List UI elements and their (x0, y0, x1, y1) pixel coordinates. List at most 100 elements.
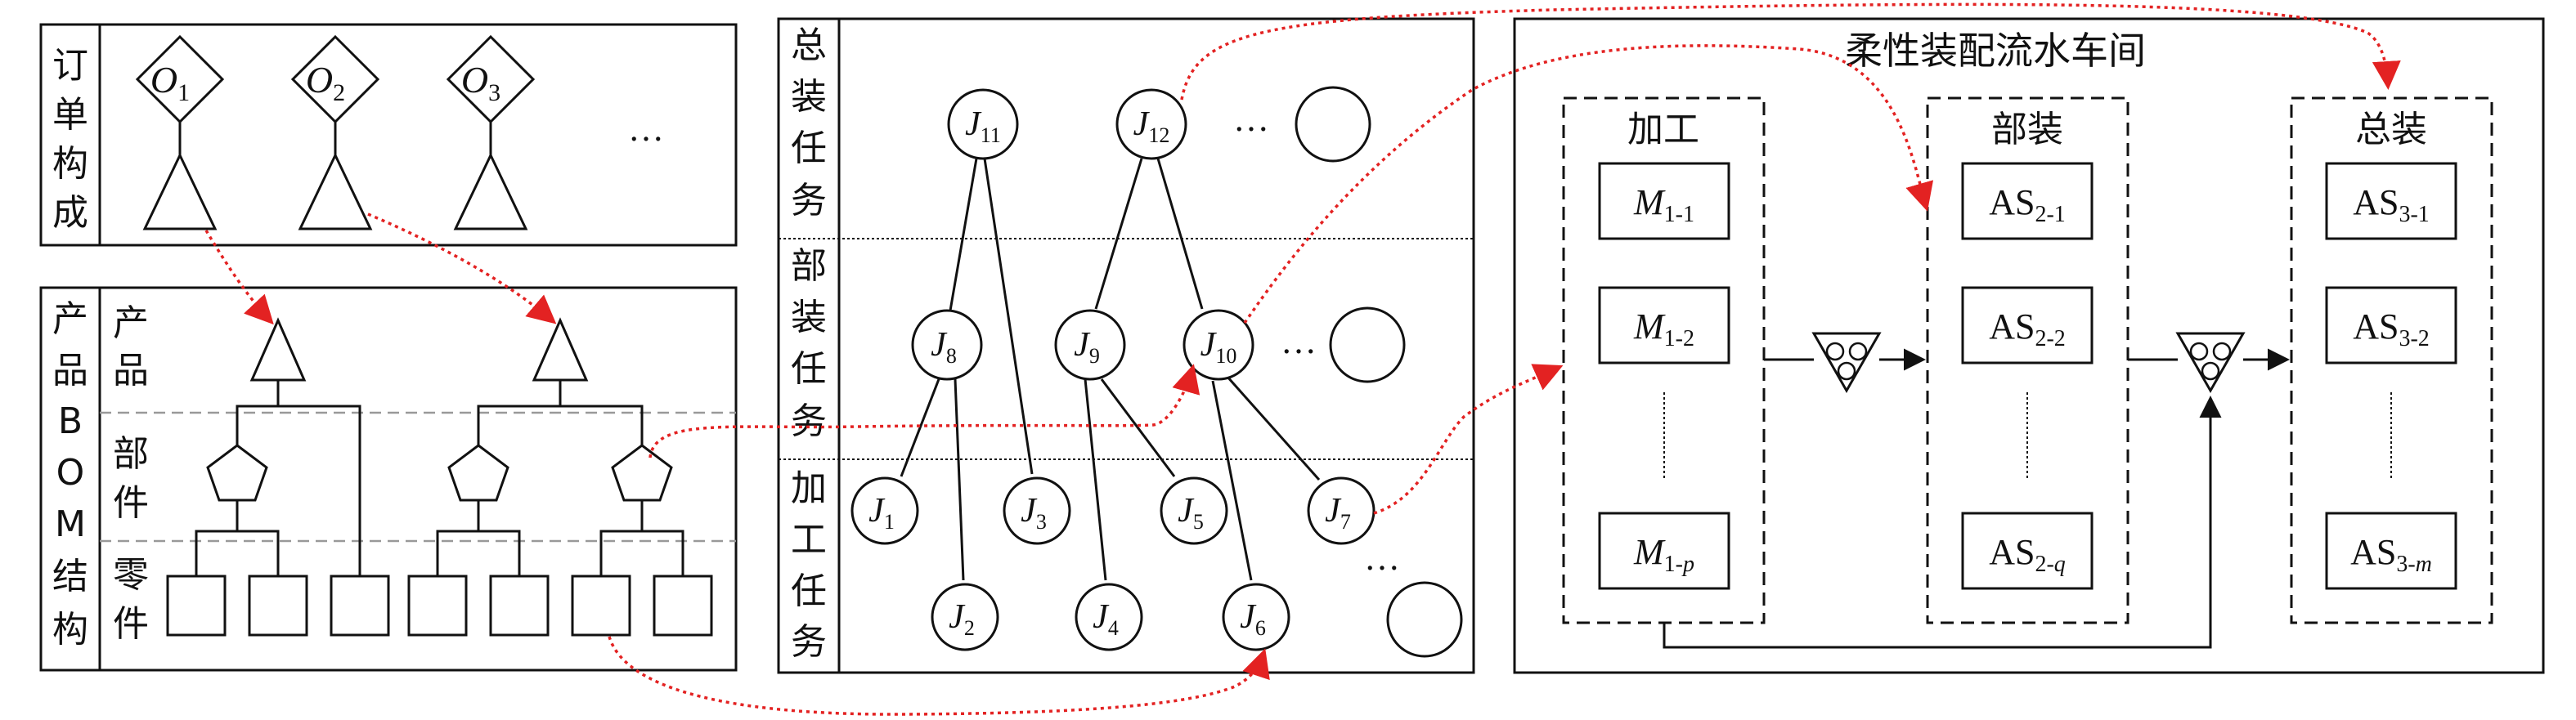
bom-tree-2 (407, 317, 713, 637)
product-triangle (142, 152, 218, 230)
assembly-task-char-2: 装 (791, 76, 827, 118)
job-J5: J5 (1160, 476, 1228, 545)
subassembly-stage: 部装 AS2-1 AS2-2 AS2-q (1926, 96, 2129, 624)
bom-label-char-4: O (56, 452, 85, 494)
subassembly-task-char-3: 任 (791, 348, 827, 390)
svg-text:J7: J7 (1325, 492, 1351, 534)
job-unnamed-machining (1386, 581, 1463, 658)
job-letter: J (1200, 326, 1218, 364)
order-letter: O (150, 59, 177, 101)
part-square (166, 575, 227, 637)
job-letter: J (1074, 326, 1091, 364)
bom-row-component-char-1: 部 (113, 433, 149, 475)
svg-text:J12: J12 (1133, 105, 1170, 147)
job-letter: J (949, 598, 966, 636)
job-letter: J (1133, 105, 1151, 143)
station-box (1961, 286, 2094, 364)
task-ellipsis: … (1233, 99, 1269, 139)
order-label-char-4: 成 (52, 192, 88, 234)
assembly-task-char-4: 务 (791, 180, 827, 221)
bom-label-char-1: 产 (52, 298, 88, 340)
job-letter: J (1240, 598, 1257, 636)
task-ellipsis-2: … (1281, 321, 1317, 361)
bom-label-char-7: 构 (52, 609, 88, 651)
svg-text:J10: J10 (1200, 326, 1237, 368)
assembly-stage: 总装 AS3-1 AS3-2 AS3-m (2290, 96, 2493, 624)
link-order2-to-product (367, 212, 557, 324)
svg-text:J2: J2 (949, 598, 975, 640)
bypass-flow (1663, 396, 2222, 649)
svg-text:AS2-2: AS2-2 (1989, 306, 2066, 351)
job-sub: 4 (1108, 616, 1119, 640)
order-label-char-2: 单 (52, 94, 88, 136)
order-sub: 1 (177, 79, 190, 106)
svg-text:J9: J9 (1074, 326, 1100, 368)
job-sub: 9 (1089, 344, 1100, 368)
job-letter: J (1325, 492, 1342, 530)
svg-text:O1: O1 (150, 59, 190, 106)
svg-text:AS2-q: AS2-q (1989, 532, 2066, 577)
component-pentagon (206, 444, 268, 502)
job-sub: 5 (1193, 510, 1204, 534)
task-panel: 总 装 任 务 部 装 任 务 加 工 任 务 J11 (777, 17, 1475, 674)
part-square (653, 575, 713, 637)
bom-row-component-char-2: 件 (113, 482, 149, 524)
svg-text:AS2-1: AS2-1 (1989, 182, 2066, 227)
part-square (248, 575, 308, 637)
station-box (2325, 162, 2457, 240)
workshop-panel: 柔性装配流水车间 加工 M1-1 M1-2 M1-p 部装 AS2-1 AS2-… (1513, 17, 2545, 674)
svg-text:J11: J11 (965, 105, 1001, 147)
machine-box (1598, 162, 1730, 240)
job-J7: J7 (1307, 476, 1376, 545)
order-letter: O (306, 59, 333, 101)
link-order1-to-product (204, 230, 274, 325)
order-panel: 订 单 构 成 O1 O2 O3 … (39, 23, 738, 247)
product-triangle (453, 152, 528, 230)
machining-task-char-3: 任 (791, 570, 827, 612)
bom-label-char-3: B (58, 400, 83, 442)
link-J7-to-machining (1373, 364, 1564, 515)
machining-stage-title: 加工 (1627, 109, 1699, 150)
job-J2: J2 (931, 583, 999, 651)
machining-task-char-2: 工 (791, 519, 827, 561)
job-sub: 1 (884, 510, 895, 534)
assembly-task-char-1: 总 (791, 25, 827, 66)
station-box (1961, 512, 2094, 590)
bom-label-char-5: M (55, 503, 86, 545)
job-sub: 10 (1215, 344, 1236, 368)
bom-panel: 产 品 B O M 结 构 产 品 部 件 零 件 (39, 286, 738, 672)
bom-label-char-6: 结 (52, 556, 88, 597)
svg-text:M1-1: M1-1 (1633, 182, 1694, 227)
station-box (2325, 286, 2457, 364)
svg-text:J1: J1 (868, 492, 895, 534)
bom-tree-1 (166, 317, 390, 637)
job-letter: J (965, 105, 982, 143)
subassembly-task-char-4: 务 (791, 400, 827, 442)
svg-text:J5: J5 (1178, 492, 1204, 534)
assembly-stage-title: 总装 (2355, 109, 2427, 150)
job-letter: J (1021, 492, 1038, 530)
task-precedence-edges (900, 158, 1321, 581)
bom-row-part-char-2: 件 (113, 603, 149, 645)
job-J11: J11 (947, 88, 1019, 160)
component-pentagon (447, 444, 509, 502)
product-triangle (249, 317, 307, 382)
assembly-task-char-3: 任 (791, 127, 827, 169)
svg-text:O3: O3 (461, 59, 500, 106)
order-sub: 2 (333, 79, 345, 106)
svg-text:J3: J3 (1021, 492, 1047, 534)
job-sub: 7 (1340, 510, 1351, 534)
workshop-title: 柔性装配流水车间 (1845, 29, 2146, 73)
svg-text:J8: J8 (931, 326, 957, 368)
order-2: O2 (290, 34, 380, 230)
link-part-to-J6 (608, 636, 1270, 716)
subassembly-stage-title: 部装 (1991, 109, 2063, 150)
buffer-1-icon (1811, 332, 1882, 394)
job-letter: J (1093, 598, 1110, 636)
job-J9: J9 (1054, 309, 1126, 381)
order-letter: O (461, 59, 488, 101)
job-J8: J8 (911, 309, 983, 381)
bom-row-part-char-1: 零 (113, 554, 149, 596)
component-pentagon (611, 444, 673, 502)
